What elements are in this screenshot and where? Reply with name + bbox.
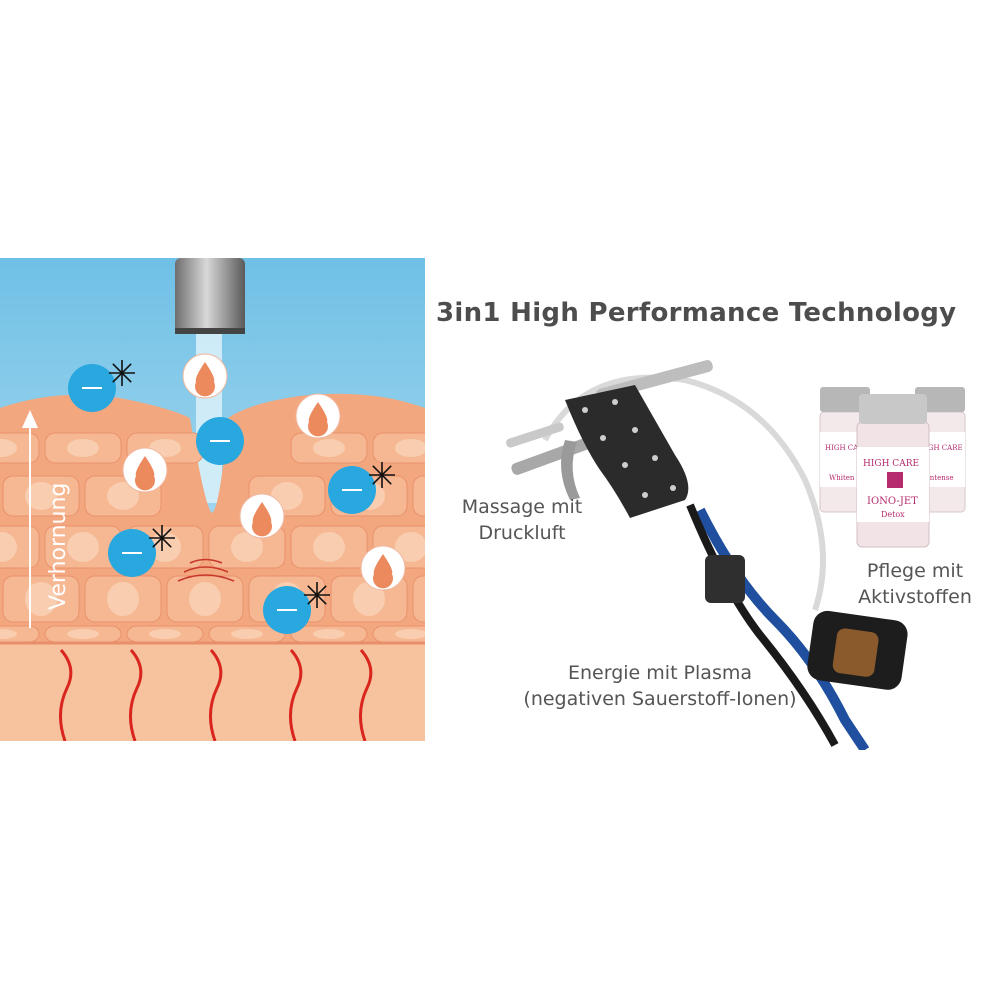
keratinization-label: Verhornung — [46, 483, 71, 610]
cell-nucleus — [67, 629, 99, 639]
spark-icon — [152, 528, 172, 548]
cell-nucleus — [313, 532, 345, 562]
capillary-line — [289, 649, 303, 741]
plasma-window — [832, 628, 879, 677]
skin-treatment-illustration: Verhornung — [0, 258, 425, 741]
care-label-line2: Aktivstoffen — [858, 586, 972, 608]
vial-front: HIGH CARE IONO-JET Detox — [856, 394, 930, 548]
nozzle-shadow — [175, 328, 245, 334]
capillary-line — [59, 649, 73, 741]
vial-variant: Whiten — [829, 474, 855, 482]
nozzle-tip — [175, 258, 245, 333]
vial-variant: Intense — [927, 474, 953, 482]
iono-jet-device-image — [506, 360, 908, 750]
energy-label-line1: Energie mit Plasma — [568, 662, 752, 684]
spark-icon — [372, 465, 392, 485]
cell-nucleus — [395, 629, 425, 639]
drop-icon — [373, 554, 394, 589]
skin-cell — [412, 575, 425, 623]
capillary-line — [359, 649, 373, 741]
skin-cells — [0, 432, 425, 643]
cell-nucleus — [231, 532, 263, 562]
cell-nucleus — [149, 532, 181, 562]
blue-cable — [695, 507, 870, 750]
capillary-line — [209, 649, 223, 741]
cell-nucleus — [0, 629, 17, 639]
cell-nucleus — [395, 439, 425, 457]
side-nozzle — [506, 422, 564, 448]
active-ingredient-drops — [122, 353, 406, 591]
vial-brand: HIGH CARE — [919, 444, 963, 452]
cell-nucleus — [353, 582, 385, 616]
vial-variant: Detox — [881, 510, 905, 519]
negative-ions — [68, 360, 395, 634]
air-hose — [542, 374, 826, 611]
energy-label: Energie mit Plasma (negativen Sauerstoff… — [490, 660, 830, 712]
pistol-grip — [565, 385, 689, 518]
cell-nucleus — [0, 439, 17, 457]
cell-nucleus — [107, 482, 139, 510]
cell-nucleus — [231, 629, 263, 639]
cell-nucleus — [67, 532, 99, 562]
energy-label-line2: (negativen Sauerstoff-Ionen) — [523, 688, 797, 710]
cell-nucleus — [149, 629, 181, 639]
ampoule-vials-image: HIGH CARE Whiten HIGH CARE Intense HIGH … — [819, 387, 966, 548]
drop-icon — [252, 502, 272, 537]
cell-nucleus — [313, 629, 345, 639]
cell-nucleus — [25, 582, 57, 616]
cell-nucleus — [25, 482, 57, 510]
drop-icon — [194, 362, 215, 397]
drop-icon — [308, 402, 328, 437]
vial-brand: HIGH CARE — [863, 459, 919, 469]
cell-nucleus — [67, 439, 99, 457]
massage-label: Massage mit Druckluft — [447, 494, 597, 546]
spark-icon — [112, 363, 132, 383]
valve-block — [705, 555, 745, 603]
massage-label-line1: Massage mit — [461, 496, 583, 518]
skin-cell — [412, 475, 425, 517]
cell-nucleus — [189, 582, 221, 616]
drop-icon — [135, 456, 156, 491]
massage-label-line2: Druckluft — [478, 522, 566, 544]
vial-brand: HIGH CARE — [825, 444, 869, 452]
cell-nucleus — [107, 582, 139, 616]
vial-product: IONO-JET — [867, 496, 918, 507]
cell-nucleus — [0, 532, 17, 562]
trigger — [561, 440, 580, 500]
grip-screws — [582, 399, 676, 498]
vibration-waves-icon — [177, 558, 235, 582]
black-cable — [686, 503, 839, 747]
keratinization-arrow-icon — [22, 410, 38, 628]
care-label-line1: Pflege mit — [866, 560, 964, 582]
care-label: Pflege mit Aktivstoffen — [830, 558, 1000, 610]
page-title: 3in1 High Performance Technology — [436, 298, 957, 328]
capillary-line — [129, 649, 143, 741]
cell-nucleus — [395, 532, 425, 562]
spark-icon — [307, 585, 327, 605]
capillaries — [59, 649, 373, 741]
vial-logo — [887, 472, 903, 488]
cell-nucleus — [313, 439, 345, 457]
